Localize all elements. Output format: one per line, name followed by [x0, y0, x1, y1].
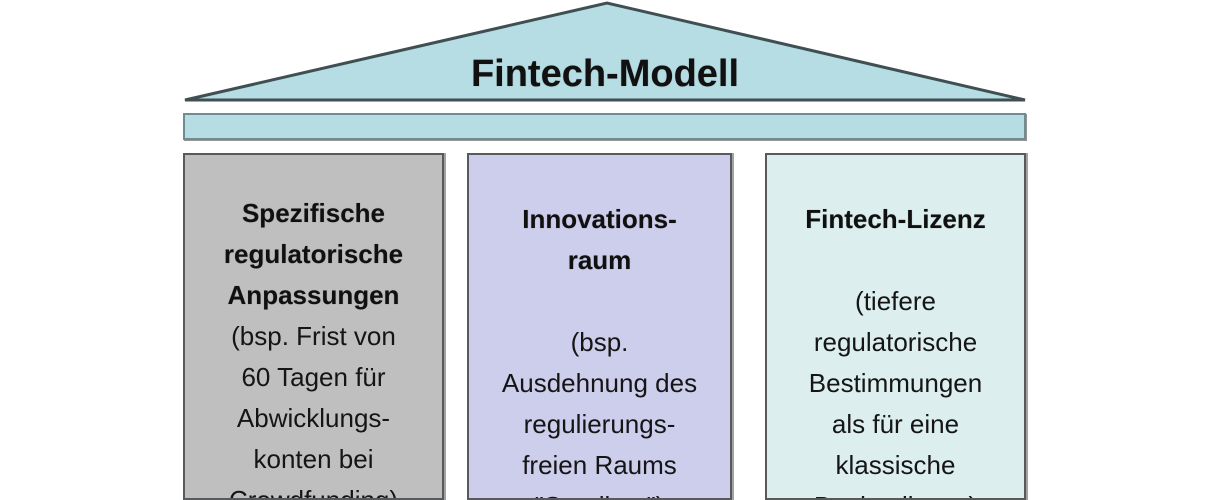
- column-body: (bsp. Frist von 60 Tagen für Abwicklungs…: [193, 316, 434, 500]
- columns-container: Spezifische regulatorische Anpassungen (…: [183, 153, 1026, 500]
- pediment-roof: Fintech-Modell: [180, 0, 1030, 105]
- body-line: konten bei: [253, 444, 374, 474]
- column-heading: Fintech-Lizenz: [775, 199, 1016, 240]
- heading-line: Fintech-Lizenz: [805, 204, 986, 234]
- body-line: Abwicklungs-: [236, 403, 391, 433]
- page-title: Fintech-Modell: [470, 53, 740, 95]
- body-line: Bestimmungen: [808, 368, 983, 398]
- heading-line: raum: [567, 245, 632, 275]
- body-line: als für eine: [831, 409, 960, 439]
- body-line: "Sandbox"): [477, 486, 722, 498]
- body-line: (bsp. Frist von: [231, 321, 396, 351]
- body-line: klassische: [835, 450, 956, 480]
- heading-line: regulatorische: [223, 239, 404, 269]
- body-line: regulatorische: [813, 327, 978, 357]
- column-heading: Innovations- raum: [477, 199, 722, 281]
- column-body: (bsp. Ausdehnung des regulierungs- freie…: [477, 322, 722, 498]
- column-spezifische-regulatorische-anpassungen[interactable]: Spezifische regulatorische Anpassungen (…: [183, 153, 444, 500]
- column-innovationsraum[interactable]: Innovations- raum (bsp. Ausdehnung des r…: [467, 153, 732, 500]
- body-line: freien Raums: [522, 450, 677, 480]
- body-line: Ausdehnung des: [501, 368, 698, 398]
- body-line: (bsp.: [570, 327, 629, 357]
- pediment-triangle-icon: [184, 1, 1026, 102]
- column-fintech-lizenz[interactable]: Fintech-Lizenz (tiefere regulatorische B…: [765, 153, 1026, 500]
- heading-line: Innovations-: [522, 204, 677, 234]
- heading-line: Spezifische: [241, 198, 386, 228]
- column-body: (tiefere regulatorische Bestimmungen als…: [775, 281, 1016, 498]
- body-line: Bankenlizenz): [775, 486, 1016, 498]
- heading-line: Anpassungen: [227, 280, 400, 310]
- body-line: 60 Tagen für: [241, 362, 386, 392]
- column-heading: Spezifische regulatorische Anpassungen: [193, 193, 434, 316]
- body-line: regulierungs-: [523, 409, 676, 439]
- architrave-bar: [183, 113, 1026, 140]
- body-line: (tiefere: [855, 286, 936, 316]
- body-line: Crowdfunding): [228, 485, 399, 500]
